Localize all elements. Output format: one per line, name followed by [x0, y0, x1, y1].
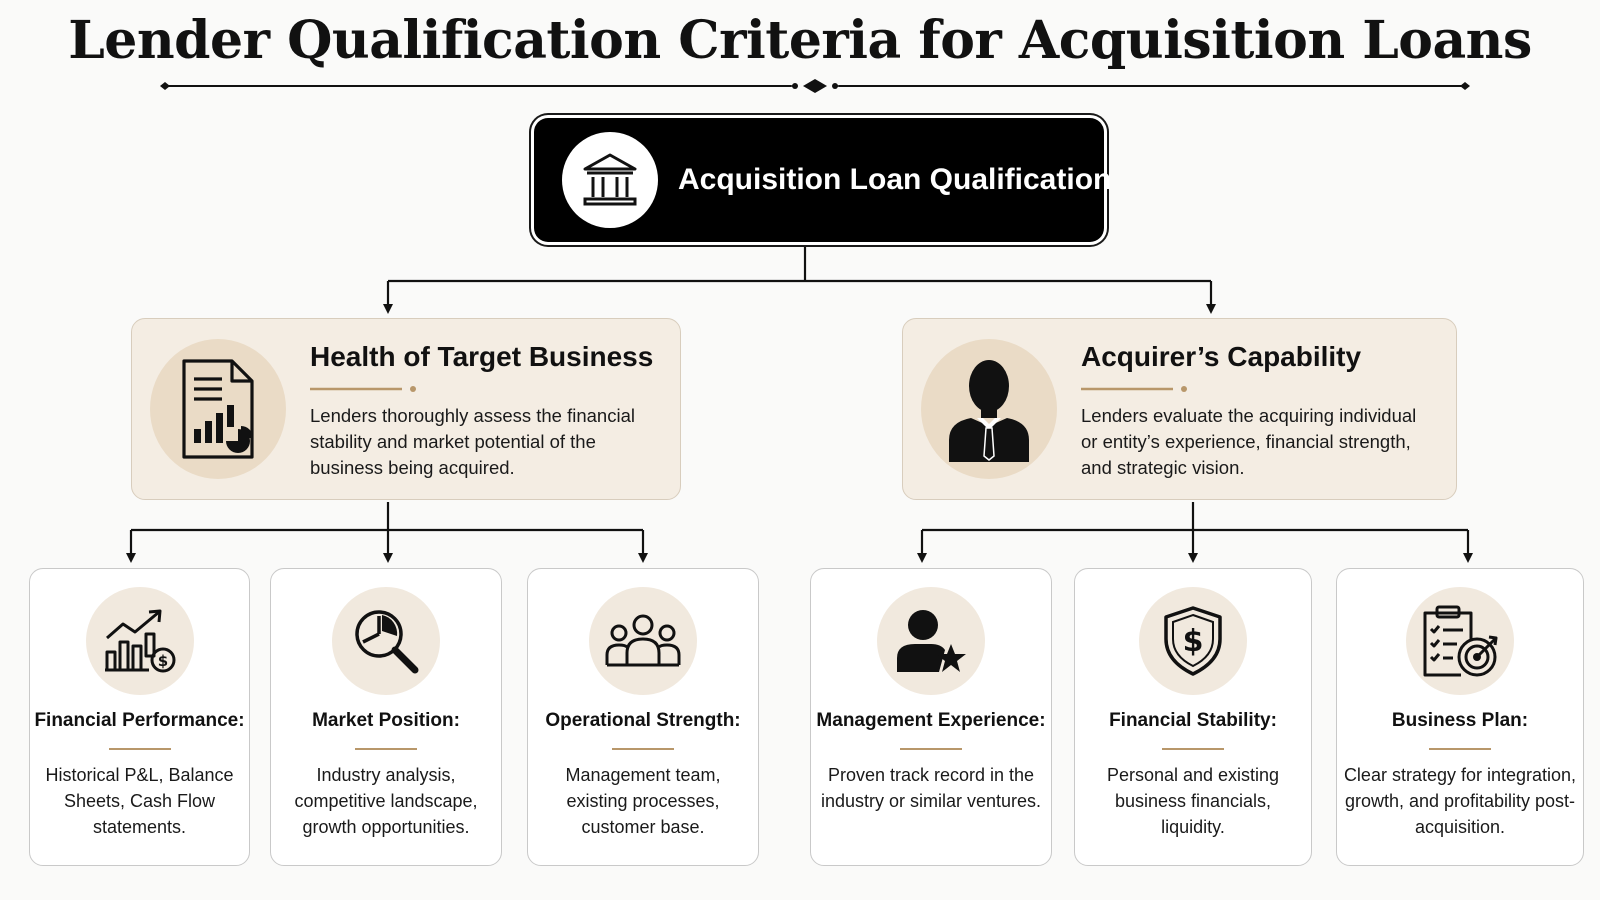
leaf-title-underline	[900, 748, 962, 750]
team-icon	[589, 587, 697, 695]
leaf-management-experience: Management Experience: Proven track reco…	[810, 568, 1052, 866]
leaf-financial-stability: $ Financial Stability: Personal and exis…	[1074, 568, 1312, 866]
bank-icon	[562, 132, 658, 228]
svg-text:$: $	[1183, 624, 1204, 659]
branch-acquirers-capability: Acquirer’s Capability Lenders evaluate t…	[902, 318, 1457, 500]
branch-title-underline	[1081, 386, 1187, 392]
branch-title: Acquirer’s Capability	[1081, 341, 1362, 372]
branch-health-of-target-business: Health of Target Business Lenders thorou…	[131, 318, 681, 500]
shield-dollar-icon: $	[1139, 587, 1247, 695]
leaf-title: Market Position:	[312, 710, 460, 731]
leaf-title-underline	[1429, 748, 1491, 750]
leaf-description: Industry analysis, competitive landscape…	[294, 765, 478, 837]
leaf-description: Historical P&L, Balance Sheets, Cash Flo…	[45, 765, 234, 837]
clipboard-target-icon	[1406, 587, 1514, 695]
financial-report-icon	[150, 339, 286, 479]
leaf-business-plan: Business Plan: Clear strategy for integr…	[1336, 568, 1584, 866]
growth-chart-dollar-icon: $	[85, 587, 194, 695]
branch-title-underline	[310, 386, 416, 392]
leaf-title: Financial Performance:	[34, 710, 245, 731]
leaf-title-underline	[108, 748, 171, 750]
page-title: Lender Qualification Criteria for Acquis…	[68, 10, 1532, 71]
leaf-financial-performance: $ Financial Performance: Historical P&L,…	[29, 568, 250, 866]
svg-text:$: $	[157, 652, 167, 670]
leaf-operational-strength: Operational Strength: Management team, e…	[527, 568, 759, 866]
branch-description: Lenders evaluate the acquiring individua…	[1081, 405, 1417, 478]
title-divider	[160, 78, 1470, 94]
leaf-title: Financial Stability:	[1109, 710, 1277, 731]
leaf-description: Clear strategy for integration, growth, …	[1343, 765, 1577, 837]
leaf-title-underline	[612, 748, 674, 750]
leaf-title-underline	[1162, 748, 1224, 750]
leaf-description: Proven track record in the industry or s…	[820, 765, 1042, 811]
leaf-description: Management team, existing processes, cus…	[565, 765, 721, 837]
branch-description: Lenders thoroughly assess the financial …	[310, 405, 635, 478]
leaf-title: Operational Strength:	[545, 710, 741, 731]
leaf-description: Personal and existing business financial…	[1106, 765, 1280, 837]
leaf-title-underline	[355, 748, 417, 750]
leaf-title: Management Experience:	[816, 710, 1046, 731]
root-node: Acquisition Loan Qualification	[534, 118, 1112, 242]
root-label: Acquisition Loan Qualification	[678, 163, 1112, 196]
leaf-title: Business Plan:	[1391, 710, 1529, 731]
user-star-icon	[877, 587, 985, 695]
magnifier-pie-chart-icon	[332, 587, 440, 695]
leaf-market-position: Market Position: Industry analysis, comp…	[270, 568, 502, 866]
businessman-icon	[921, 339, 1057, 479]
branch-title: Health of Target Business	[310, 341, 654, 372]
